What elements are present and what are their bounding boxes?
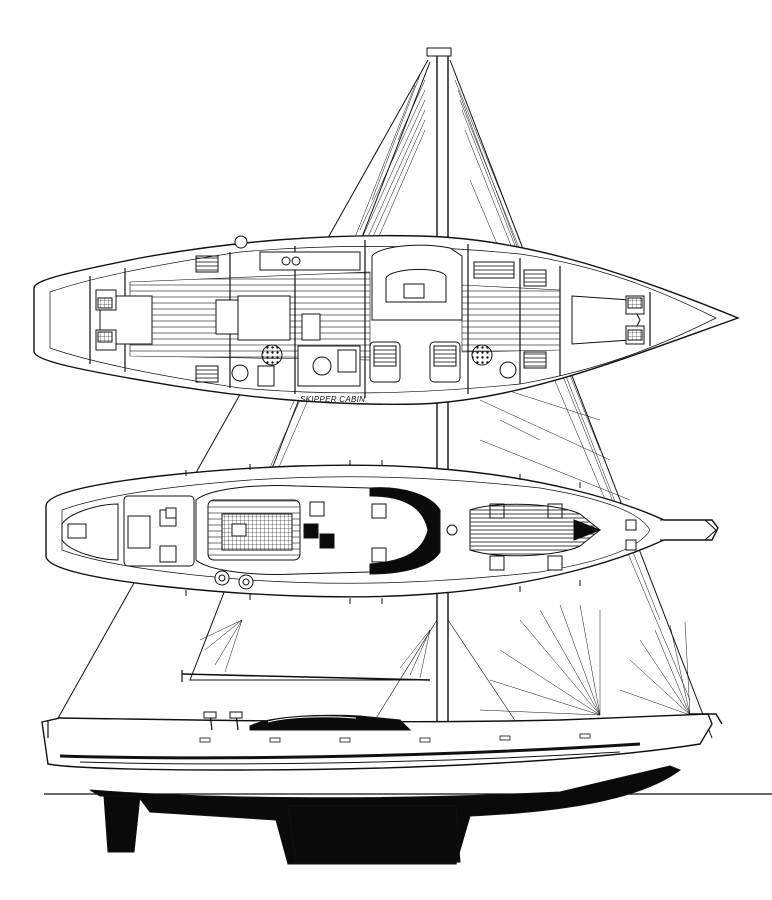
boom <box>181 673 431 681</box>
skipper-cabin-label: SKIPPER CABIN <box>300 395 365 404</box>
backstay <box>47 59 429 737</box>
keel <box>287 805 461 863</box>
galley <box>259 251 361 271</box>
forestay <box>449 59 713 739</box>
deck-plan <box>45 460 719 604</box>
headsail-fan-lower <box>479 604 691 716</box>
rudder <box>103 795 141 853</box>
profile-view <box>41 711 772 865</box>
deckhouse-profile <box>249 714 412 731</box>
interior-plan: SKIPPER CABIN <box>33 234 740 405</box>
masthead <box>426 47 452 57</box>
